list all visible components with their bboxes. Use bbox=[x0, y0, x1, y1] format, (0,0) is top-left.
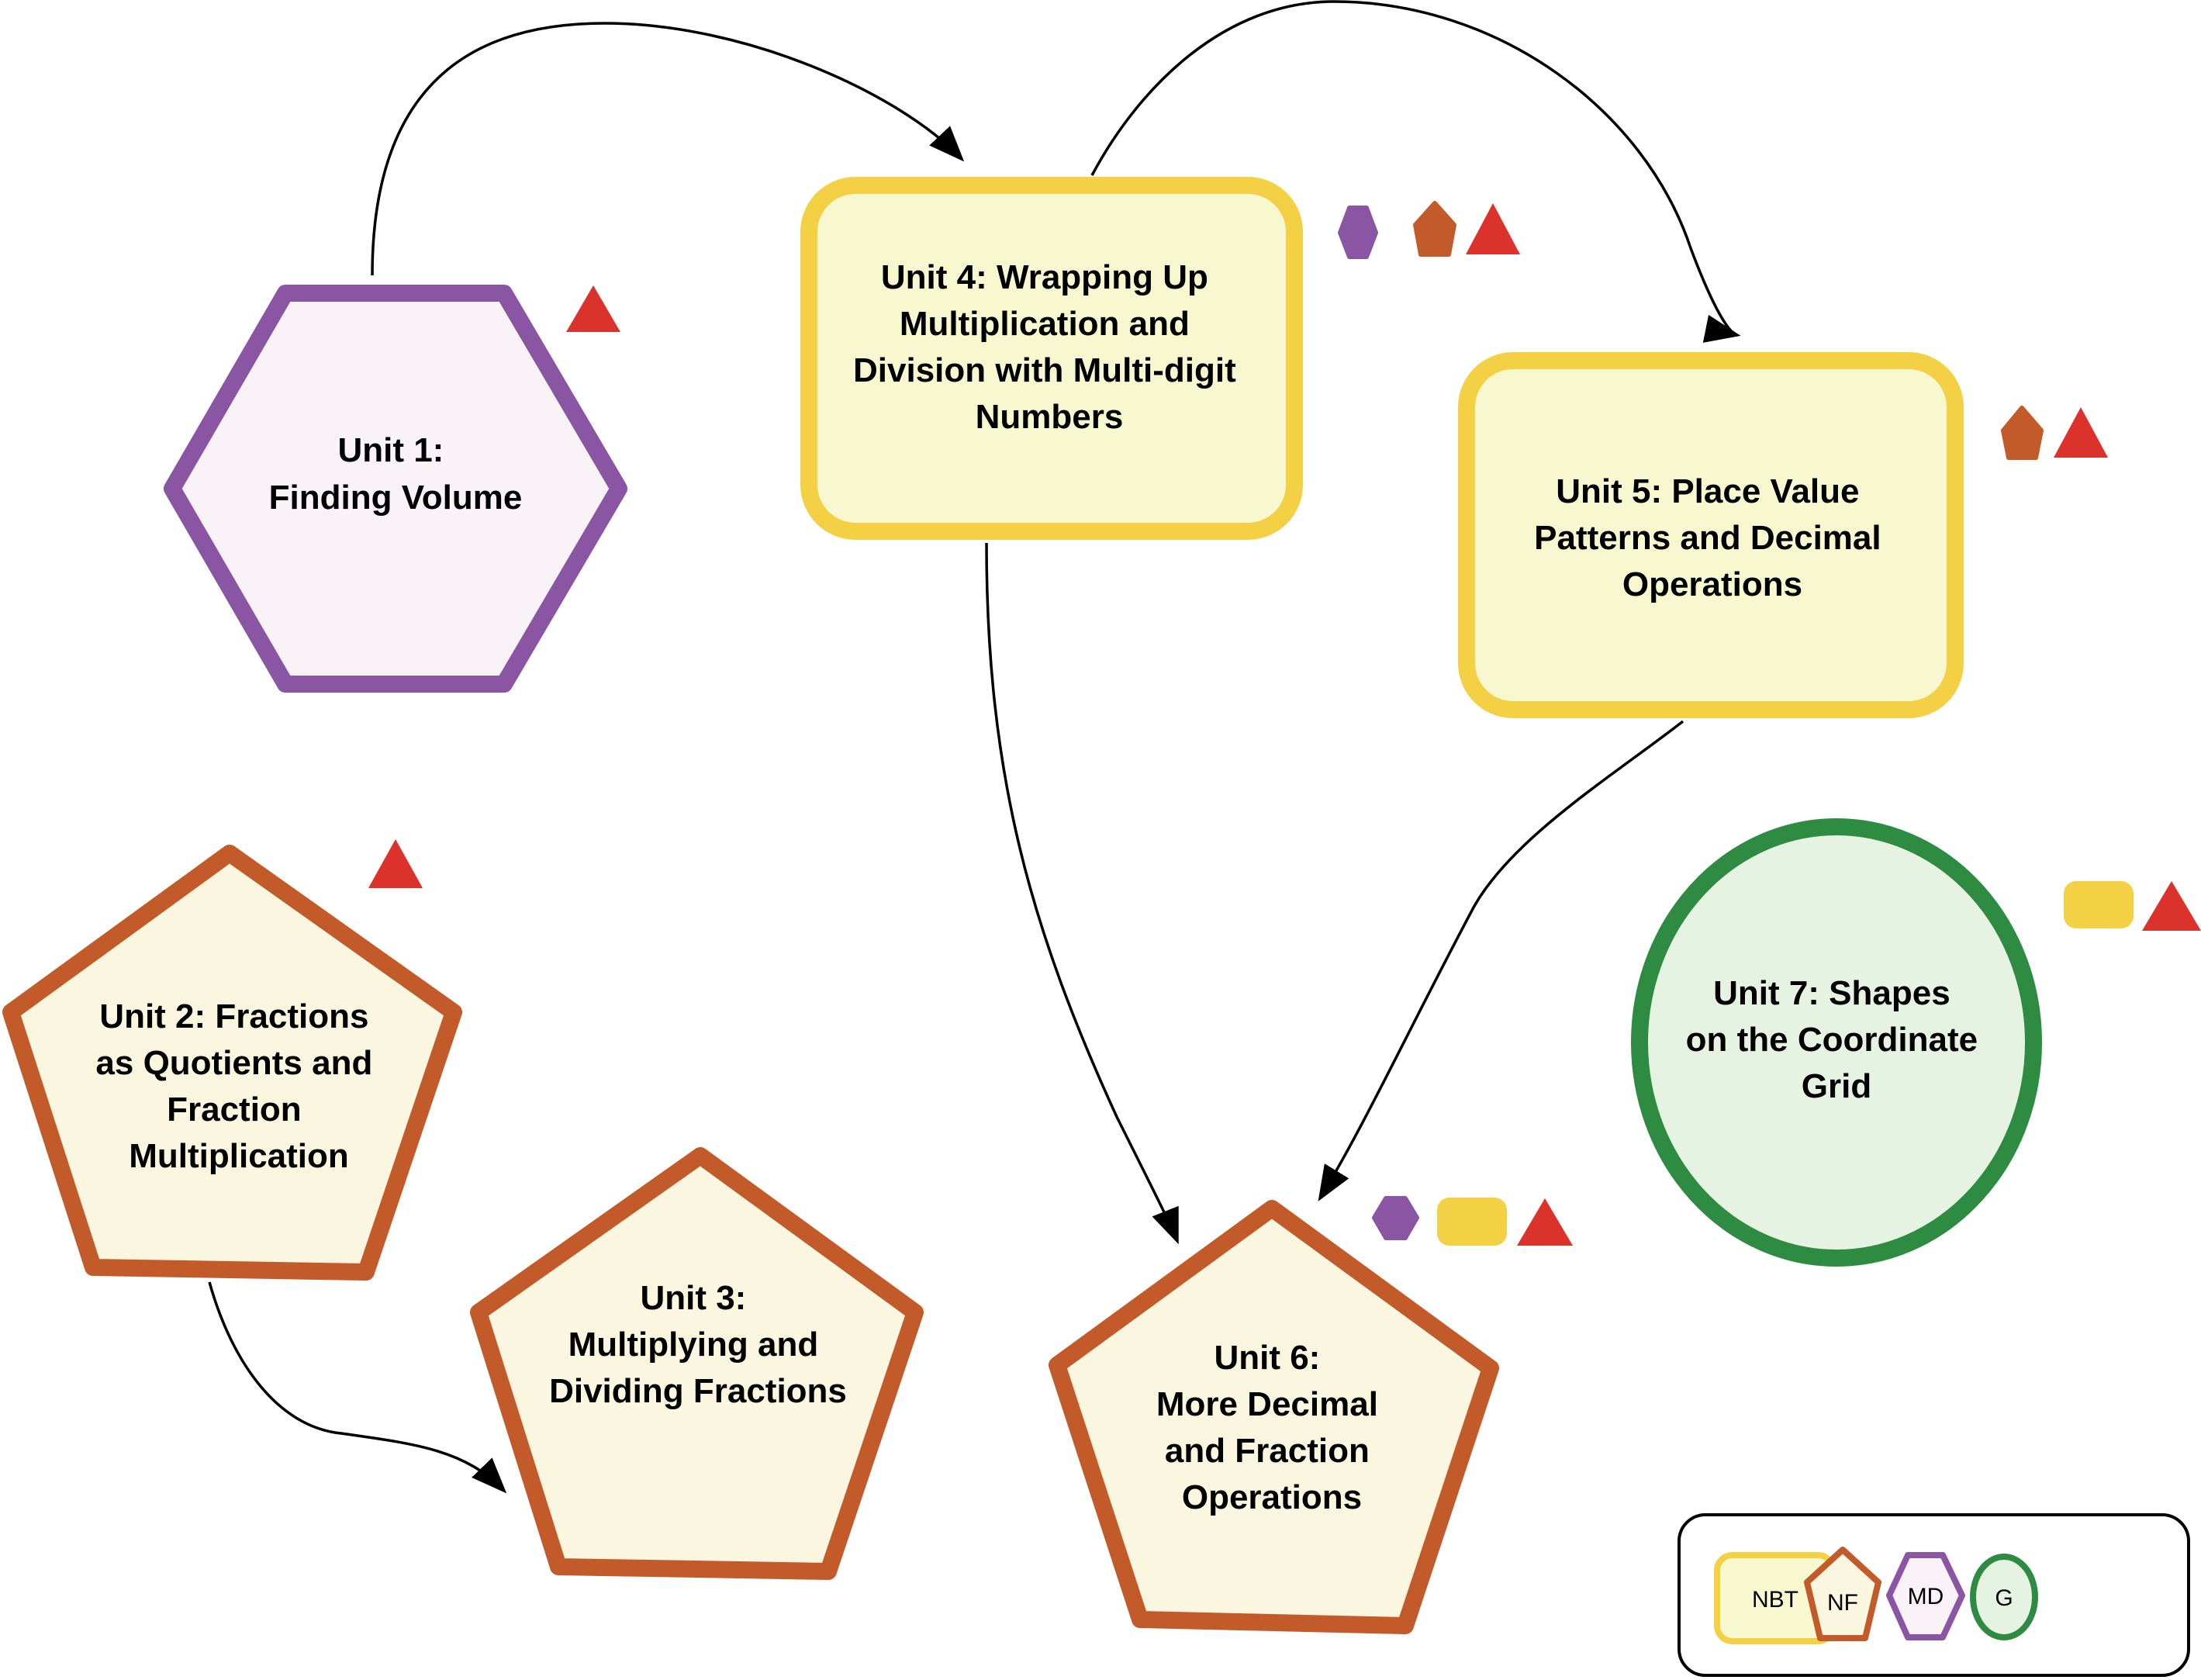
unit-7-indicator-rounded-rectangle-icon bbox=[2064, 881, 2134, 928]
arrow-unit2-to-unit3 bbox=[208, 1281, 507, 1494]
unit-7-node[interactable]: Unit 7: Shapes on the Coordinate Grid bbox=[1631, 818, 2042, 1267]
unit-6-title: Unit 6: More Decimal and Fraction Operat… bbox=[1156, 1339, 1387, 1516]
unit-2-node[interactable]: Unit 2: Fractions as Quotients and Fract… bbox=[2, 845, 462, 1281]
unit-7-title: Unit 7: Shapes on the Coordinate Grid bbox=[1686, 974, 1988, 1105]
unit-1-hexagon-shape bbox=[164, 285, 627, 693]
legend-nf-swatch bbox=[1804, 1547, 1881, 1641]
unit-6-node[interactable]: Unit 6: More Decimal and Fraction Operat… bbox=[1049, 1200, 1499, 1634]
legend-item-g: G bbox=[1970, 1554, 2038, 1640]
unit-6-indicator-rounded-rectangle-icon bbox=[1437, 1198, 1507, 1246]
legend-md-label: MD bbox=[1908, 1584, 1944, 1609]
legend-md-swatch bbox=[1886, 1552, 1965, 1640]
unit-4-title: Unit 4: Wrapping Up Multiplication and D… bbox=[853, 258, 1246, 436]
connections bbox=[208, 0, 1741, 1494]
arrow-unit1-to-unit4 bbox=[371, 22, 965, 276]
unit-4-node[interactable]: Unit 4: Wrapping Up Multiplication and D… bbox=[800, 177, 1303, 540]
unit-7-indicators bbox=[2064, 881, 2201, 931]
unit-6-indicator-hexagon-icon bbox=[1372, 1196, 1419, 1240]
unit-3-pentagon-shape bbox=[470, 1147, 924, 1580]
legend-g-swatch bbox=[1970, 1554, 2038, 1640]
unit-3-title: Unit 3: Multiplying and Dividing Fractio… bbox=[549, 1279, 847, 1410]
unit-1-indicator-triangle-icon bbox=[566, 285, 620, 332]
arrow-unit4-to-unit5 bbox=[1090, 0, 1741, 343]
unit-5-indicator-pentagon-icon bbox=[2001, 406, 2044, 460]
unit-1-node[interactable]: Unit 1: Finding Volume bbox=[164, 285, 627, 693]
unit-5-node[interactable]: Unit 5: Place Value Patterns and Decimal… bbox=[1458, 352, 1964, 718]
unit-6-indicators bbox=[1372, 1196, 1573, 1246]
legend: NBT NF MD G bbox=[1678, 1513, 2190, 1677]
arrow-unit5-to-unit6 bbox=[1318, 720, 1684, 1201]
unit-1-title: Unit 1: Finding Volume bbox=[269, 431, 523, 517]
arrow-unit4-to-unit6 bbox=[985, 542, 1179, 1245]
unit-2-title: Unit 2: Fractions as Quotients and Fract… bbox=[95, 997, 382, 1175]
legend-nf-label: NF bbox=[1827, 1590, 1858, 1616]
unit-6-pentagon-shape bbox=[1049, 1200, 1499, 1634]
unit-7-indicator-triangle-icon bbox=[2142, 881, 2201, 931]
unit-6-indicator-triangle-icon bbox=[1517, 1198, 1573, 1246]
unit-4-indicators bbox=[1338, 201, 1520, 259]
unit-3-node[interactable]: Unit 3: Multiplying and Dividing Fractio… bbox=[470, 1147, 924, 1580]
legend-item-md: MD bbox=[1886, 1552, 1965, 1640]
unit-4-indicator-hexagon-icon bbox=[1338, 206, 1378, 259]
unit-4-indicator-triangle-icon bbox=[1466, 203, 1520, 254]
unit-5-indicators bbox=[2001, 406, 2108, 460]
unit-4-indicator-pentagon-icon bbox=[1413, 201, 1456, 257]
legend-item-nf: NF bbox=[1804, 1547, 1881, 1641]
legend-g-label: G bbox=[1995, 1585, 2013, 1611]
unit-2-indicator-triangle-icon bbox=[368, 839, 423, 888]
unit-5-indicator-triangle-icon bbox=[2054, 407, 2108, 458]
unit-5-title: Unit 5: Place Value Patterns and Decimal… bbox=[1534, 472, 1891, 603]
unit-2-pentagon-shape bbox=[2, 845, 462, 1281]
unit-4-rect-shape bbox=[800, 177, 1303, 540]
legend-nbt-label: NBT bbox=[1752, 1587, 1798, 1613]
unit-5-rect-shape bbox=[1458, 352, 1964, 718]
unit-7-ellipse-shape bbox=[1631, 818, 2042, 1267]
